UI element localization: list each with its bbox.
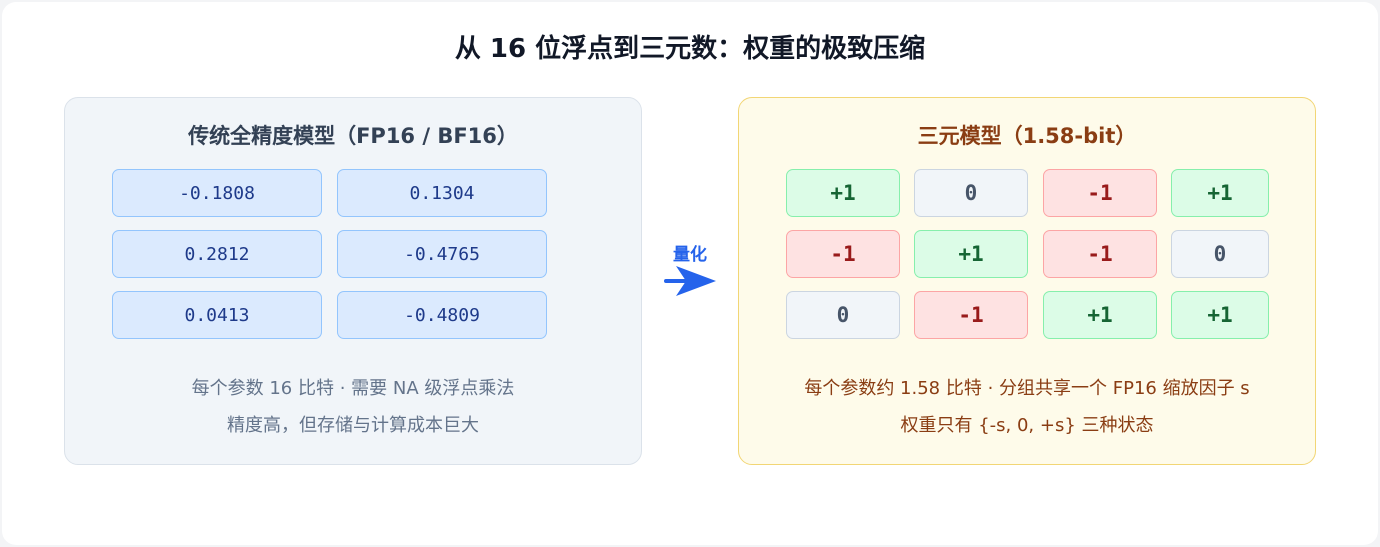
ternary-weight-cell: -1 bbox=[1043, 230, 1157, 278]
ternary-panel: 三元模型（1.58-bit） +1 0 -1 +1 -1 +1 -1 0 0 -… bbox=[738, 97, 1316, 465]
ternary-caption-line2: 权重只有 {-s, 0, +s} 三种状态 bbox=[900, 415, 1154, 436]
quantize-label: 量化 bbox=[673, 245, 707, 265]
ternary-weight-cell: -1 bbox=[786, 230, 900, 278]
fp16-caption-line2: 精度高，但存储与计算成本巨大 bbox=[227, 415, 479, 436]
fp16-weight-cell: -0.1808 bbox=[112, 169, 322, 217]
fp16-weight-cell: -0.4765 bbox=[337, 230, 547, 278]
right-arrow-icon bbox=[664, 266, 716, 296]
ternary-weight-cell: +1 bbox=[1171, 169, 1269, 217]
ternary-panel-title: 三元模型（1.58-bit） bbox=[917, 124, 1137, 148]
ternary-weight-cell: 0 bbox=[914, 169, 1028, 217]
fp16-weight-cell: 0.1304 bbox=[337, 169, 547, 217]
ternary-weight-cell: +1 bbox=[786, 169, 900, 217]
diagram-title: 从 16 位浮点到三元数：权重的极致压缩 bbox=[454, 34, 926, 64]
fp16-weight-cell: 0.2812 bbox=[112, 230, 322, 278]
ternary-weight-cell: 0 bbox=[786, 291, 900, 339]
fp16-panel-title: 传统全精度模型（FP16 / BF16） bbox=[188, 124, 518, 148]
ternary-weight-cell: +1 bbox=[1043, 291, 1157, 339]
ternary-weight-cell: 0 bbox=[1171, 230, 1269, 278]
ternary-weight-cell: -1 bbox=[914, 291, 1028, 339]
ternary-caption-line1: 每个参数约 1.58 比特 · 分组共享一个 FP16 缩放因子 s bbox=[804, 378, 1250, 399]
ternary-weight-cell: +1 bbox=[914, 230, 1028, 278]
ternary-weight-cell: -1 bbox=[1043, 169, 1157, 217]
fp16-panel: 传统全精度模型（FP16 / BF16） -0.1808 0.1304 0.28… bbox=[64, 97, 642, 465]
fp16-caption-line1: 每个参数 16 比特 · 需要 NA 级浮点乘法 bbox=[191, 378, 515, 399]
ternary-weight-cell: +1 bbox=[1171, 291, 1269, 339]
fp16-weight-cell: -0.4809 bbox=[337, 291, 547, 339]
fp16-weight-cell: 0.0413 bbox=[112, 291, 322, 339]
